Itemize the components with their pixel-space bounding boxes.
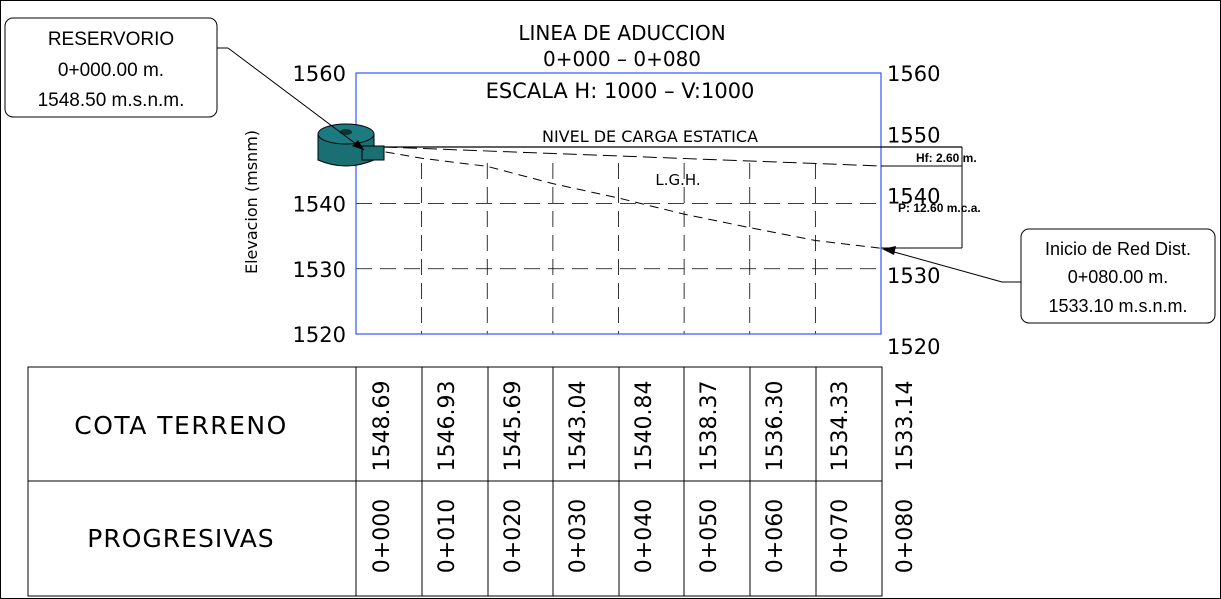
title-line1: LINEA DE ADUCCION bbox=[518, 21, 725, 45]
progresiva-value: 0+080 bbox=[893, 499, 918, 573]
callout-reservoir-line3: 1548.50 m.s.n.m. bbox=[38, 90, 185, 111]
progresiva-value: 0+030 bbox=[566, 499, 591, 573]
y-tick-right: 1550 bbox=[887, 123, 940, 147]
cota-terreno-value: 1548.69 bbox=[370, 381, 395, 472]
y-tick-left: 1530 bbox=[293, 258, 346, 282]
lgh-label: L.G.H. bbox=[655, 171, 700, 189]
y-tick-left: 1540 bbox=[293, 193, 346, 217]
callout-network: Inicio de Red Dist. 0+080.00 m. 1533.10 … bbox=[882, 228, 1216, 324]
callout-reservoir: RESERVORIO 0+000.00 m. 1548.50 m.s.n.m. bbox=[4, 17, 365, 151]
y-axis-label: Elevacion (msnm) bbox=[242, 130, 261, 274]
progresiva-value: 0+060 bbox=[763, 499, 788, 573]
cota-terreno-value: 1546.93 bbox=[435, 381, 460, 472]
y-ticks: 15601560151550154015401530153015201520 bbox=[293, 62, 941, 359]
lgh-line bbox=[382, 146, 882, 167]
data-table: COTA TERRENO PROGRESIVAS 1548.69 1546.93 1… bbox=[27, 366, 918, 597]
cota-terreno-value: 1543.04 bbox=[566, 381, 591, 472]
progresiva-value: 0+050 bbox=[697, 499, 722, 573]
progresiva-value: 0+040 bbox=[632, 499, 657, 573]
cota-terreno-value: 1533.14 bbox=[893, 381, 918, 472]
reservoir-tank-icon bbox=[317, 123, 385, 167]
cota-terreno-value: 1545.69 bbox=[501, 381, 526, 472]
cota-terreno-value: 1538.37 bbox=[697, 381, 722, 472]
y-tick-right: 1560 bbox=[887, 62, 940, 86]
title-scale: ESCALA H: 1000 – V:1000 bbox=[486, 79, 755, 103]
grid bbox=[356, 163, 881, 334]
cota-terreno-value: 1540.84 bbox=[632, 381, 657, 472]
y-tick-right: 1520 bbox=[887, 335, 940, 359]
callout-network-line1: Inicio de Red Dist. bbox=[1045, 239, 1191, 259]
progresiva-value: 0+020 bbox=[501, 499, 526, 573]
cota-terreno-value: 1534.33 bbox=[828, 381, 853, 472]
callout-network-line3: 1533.10 m.s.n.m. bbox=[1048, 296, 1187, 316]
callout-network-line2: 0+080.00 m. bbox=[1068, 267, 1169, 287]
hf-label: Hf: 2.60 m. bbox=[916, 151, 977, 165]
y-tick-right: 1540 bbox=[887, 185, 940, 209]
cota-terreno-value: 1536.30 bbox=[763, 381, 788, 472]
title-line2: 0+000 – 0+080 bbox=[543, 47, 701, 71]
y-tick-left: 1560 bbox=[293, 62, 346, 86]
row-label-progresivas: PROGRESIVAS bbox=[87, 524, 274, 553]
callout-reservoir-line2: 0+000.00 m. bbox=[58, 60, 164, 81]
progresiva-value: 0+070 bbox=[828, 499, 853, 573]
plot-frame bbox=[355, 72, 882, 335]
progresiva-value: 0+000 bbox=[370, 499, 395, 573]
callout-reservoir-line1: RESERVORIO bbox=[48, 29, 174, 50]
static-level-label: NIVEL DE CARGA ESTATICA bbox=[542, 127, 758, 146]
progresiva-value: 0+010 bbox=[435, 499, 460, 573]
y-tick-left: 1520 bbox=[293, 323, 346, 347]
pressure-label: P: 12.60 m.c.a. bbox=[898, 201, 981, 215]
row-label-cota-terreno: COTA TERRENO bbox=[74, 411, 288, 440]
y-tick-right: 1530 bbox=[887, 264, 940, 288]
